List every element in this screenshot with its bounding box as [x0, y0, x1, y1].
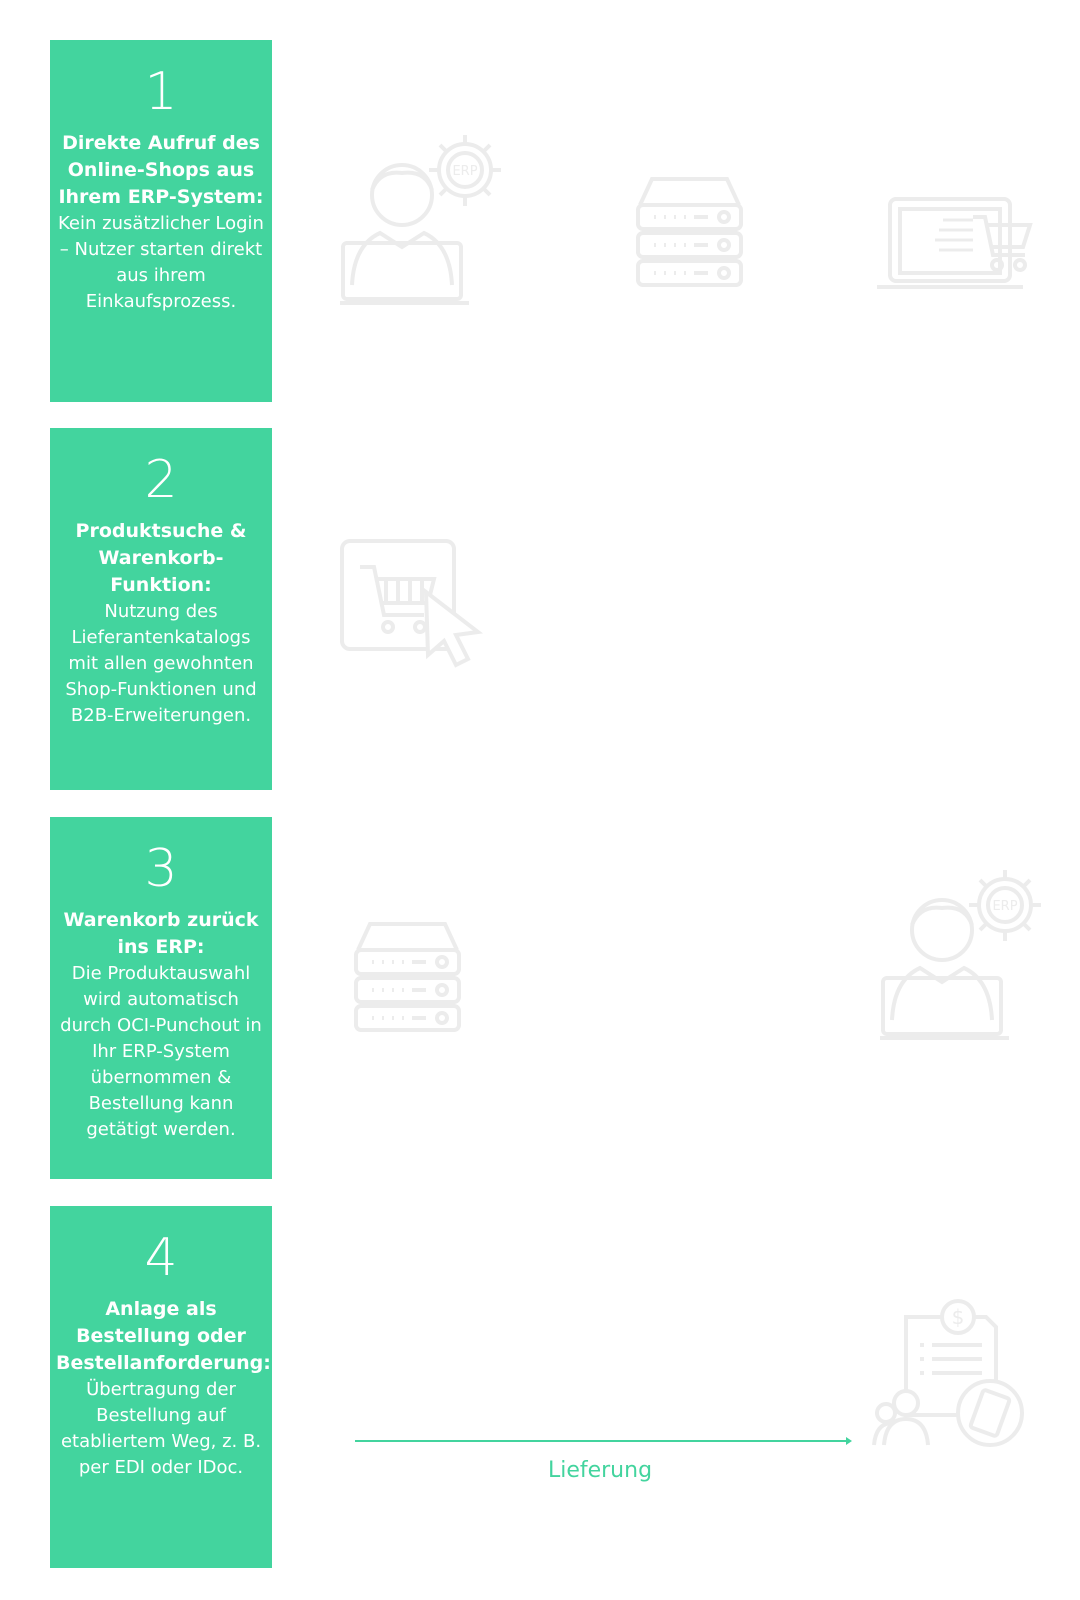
step-title: Direkte Aufruf des Online-Shops aus Ihre…	[58, 132, 264, 208]
step-text: Die Produktauswahl wird automatisch durc…	[60, 963, 262, 1140]
step-title: Anlage als Bestellung oder Bestellanford…	[56, 1298, 271, 1374]
step-number: 2	[144, 450, 178, 510]
step-number: 3	[144, 839, 178, 899]
delivery-label: Lieferung	[547, 1458, 653, 1483]
erp-label: ERP	[452, 164, 477, 179]
server-icon	[350, 920, 465, 1038]
step-text: Kein zusätzlicher Login – Nutzer starten…	[58, 213, 264, 312]
step-title: Produktsuche & Warenkorb-Funktion:	[75, 520, 247, 596]
step-title: Warenkorb zurück ins ERP:	[63, 909, 259, 958]
svg-text:$: $	[952, 1305, 965, 1329]
invoice-delivery-icon: $	[868, 1295, 1033, 1455]
step-number: 4	[144, 1228, 178, 1288]
step-text: Nutzung des Lieferantenkatalogs mit alle…	[65, 601, 257, 726]
step-number: 1	[144, 62, 178, 122]
step-text: Übertragung der Bestellung auf etabliert…	[60, 1379, 262, 1478]
erp-label: ERP	[992, 899, 1017, 914]
erp-user-icon: ERP	[880, 870, 1045, 1045]
step-card-4: 4 Anlage als Bestellung oder Bestellanfo…	[50, 1206, 272, 1568]
server-icon	[632, 175, 747, 293]
erp-user-icon: ERP	[340, 135, 505, 310]
laptop-cart-icon	[875, 195, 1035, 295]
arrow-right-icon	[846, 1437, 852, 1445]
shop-cart-cursor-icon	[338, 537, 483, 677]
delivery-arrow-line	[355, 1440, 849, 1442]
step-card-3: 3 Warenkorb zurück ins ERP: Die Produkta…	[50, 817, 272, 1179]
step-card-2: 2 Produktsuche & Warenkorb-Funktion: Nut…	[50, 428, 272, 790]
step-card-1: 1 Direkte Aufruf des Online-Shops aus Ih…	[50, 40, 272, 402]
